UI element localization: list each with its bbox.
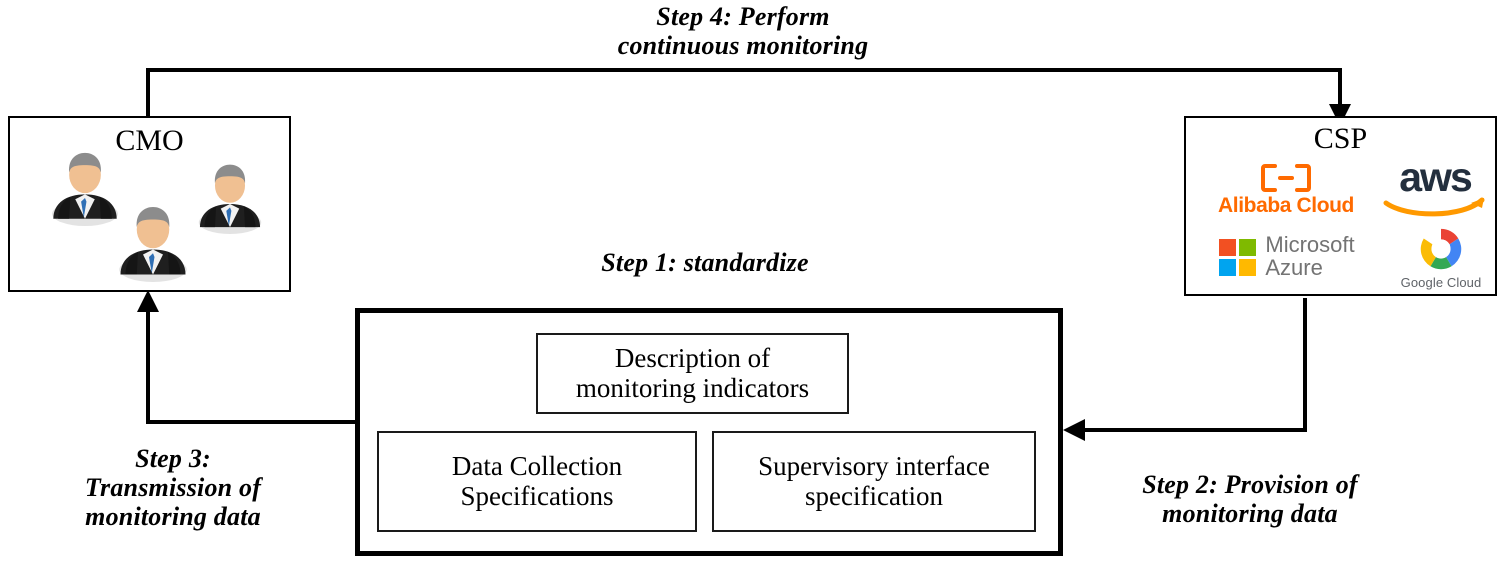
cmo-box: CMO bbox=[8, 116, 291, 292]
connector-step3 bbox=[137, 290, 355, 424]
microsoft-azure-logo: Microsoft Azure bbox=[1202, 226, 1372, 288]
csp-box: CSP Alibaba Cloud aws bbox=[1184, 116, 1497, 296]
microsoft-azure-label: Microsoft Azure bbox=[1265, 232, 1355, 280]
alibaba-cloud-logo: Alibaba Cloud bbox=[1216, 160, 1356, 222]
google-cloud-logo: Google Cloud bbox=[1391, 224, 1491, 292]
standardization-box: Description of monitoring indicators Dat… bbox=[355, 308, 1063, 556]
alibaba-cloud-label: Alibaba Cloud bbox=[1218, 194, 1354, 217]
step-3-label: Step 3: Transmission of monitoring data bbox=[84, 444, 262, 532]
data-collection-specifications-text: Data Collection Specifications bbox=[451, 450, 623, 512]
businessperson-icon bbox=[193, 160, 267, 234]
businessperson-icon bbox=[113, 202, 193, 282]
aws-label: aws bbox=[1399, 154, 1472, 201]
description-of-monitoring-indicators-text: Description of monitoring indicators bbox=[575, 342, 810, 404]
step-2-label: Step 2: Provision of monitoring data bbox=[1142, 470, 1358, 529]
aws-logo: aws bbox=[1376, 156, 1494, 224]
description-of-monitoring-indicators-box: Description of monitoring indicators bbox=[536, 333, 849, 414]
csp-label: CSP bbox=[1313, 122, 1368, 155]
businessperson-icon bbox=[46, 148, 124, 226]
microsoft-squares-icon bbox=[1219, 238, 1257, 276]
alibaba-mark-icon bbox=[1261, 164, 1311, 192]
step-4-label: Step 4: Perform continuous monitoring bbox=[617, 2, 869, 61]
supervisory-interface-specification-text: Supervisory interface specification bbox=[758, 450, 990, 512]
cmo-label: CMO bbox=[115, 124, 184, 157]
supervisory-interface-specification-box: Supervisory interface specification bbox=[712, 431, 1036, 532]
google-cloud-label: Google Cloud bbox=[1400, 275, 1482, 290]
connector-step4 bbox=[146, 68, 1351, 126]
aws-smile-icon bbox=[1383, 197, 1485, 216]
connector-step2 bbox=[1063, 298, 1307, 441]
step-1-label: Step 1: standardize bbox=[601, 248, 809, 277]
google-cloud-mark-icon bbox=[1420, 228, 1462, 270]
data-collection-specifications-box: Data Collection Specifications bbox=[377, 431, 697, 532]
